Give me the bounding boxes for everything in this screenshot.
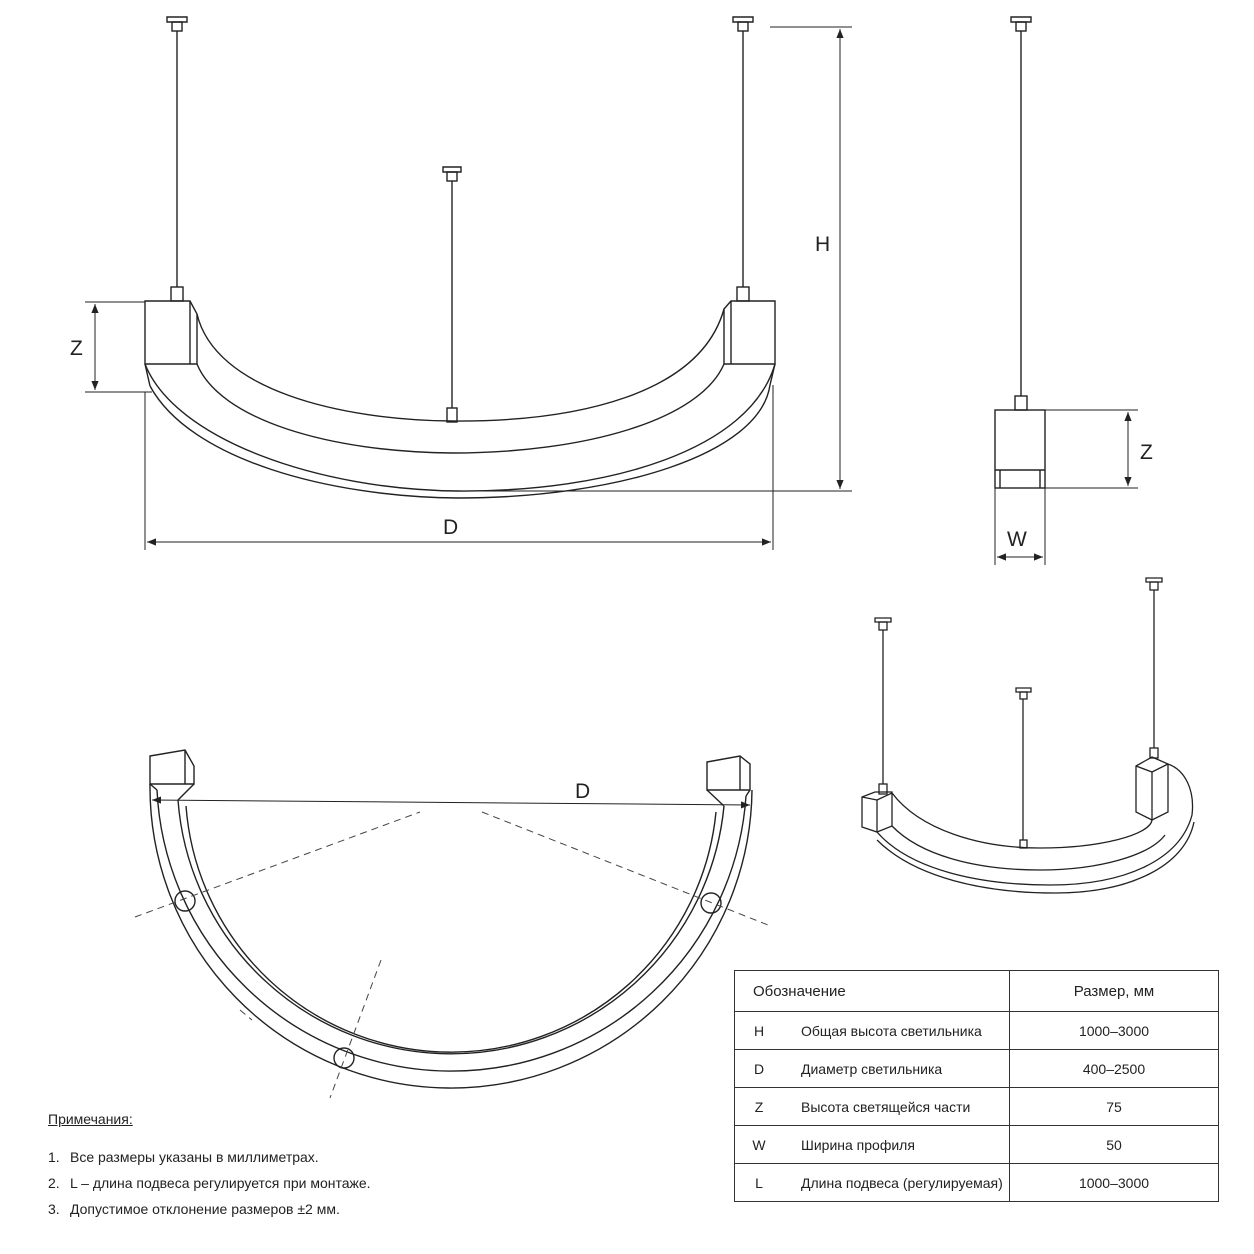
row-code: L (734, 1163, 783, 1202)
mount-point-left (174, 890, 196, 912)
notes-title: Примечания: (48, 1111, 133, 1127)
note-text: Допустимое отклонение размеров ±2 мм. (70, 1201, 340, 1217)
table-row: Z Высота светящейся части 75 (734, 1087, 1219, 1126)
note-number: 3. (48, 1201, 60, 1217)
note-text: Все размеры указаны в миллиметрах. (70, 1149, 319, 1165)
row-description: Общая высота светильника (783, 1011, 1010, 1050)
dimension-d-plan (151, 796, 751, 809)
dimension-h (470, 26, 852, 492)
note-number: 2. (48, 1175, 60, 1191)
table-row: W Ширина профиля 50 (734, 1125, 1219, 1164)
row-code: H (734, 1011, 783, 1050)
plan-end-cap-right (706, 755, 751, 791)
note-text: L – длина подвеса регулируется при монта… (70, 1175, 371, 1191)
label-h: H (815, 233, 830, 256)
row-code: Z (734, 1087, 783, 1126)
label-z-side: Z (1140, 441, 1153, 464)
note-item: 1. Все размеры указаны в миллиметрах. (48, 1144, 371, 1170)
isometric-view (861, 577, 1195, 894)
spec-table: Обозначение Размер, мм H Общая высота св… (734, 970, 1219, 1202)
row-value: 1000–3000 (1009, 1011, 1219, 1050)
arc-inner-face (196, 363, 725, 454)
dimension-z-left (85, 301, 152, 393)
mount-point-right (700, 892, 722, 914)
side-view (994, 16, 1046, 489)
row-value: 75 (1009, 1087, 1219, 1126)
row-code: W (734, 1125, 783, 1164)
label-d-top: D (443, 516, 458, 539)
notes-section: Примечания: 1. Все размеры указаны в мил… (48, 1106, 371, 1222)
arc-outer-bottom (149, 384, 771, 499)
table-row: L Длина подвеса (регулируемая) 1000–3000 (734, 1163, 1219, 1202)
row-description: Диаметр светильника (783, 1049, 1010, 1088)
note-item: 2. L – длина подвеса регулируется при мо… (48, 1170, 371, 1196)
row-value: 400–2500 (1009, 1049, 1219, 1088)
label-d-plan: D (575, 780, 590, 803)
profile-section (994, 409, 1046, 489)
note-number: 1. (48, 1149, 60, 1165)
mount-point-bottom (333, 1047, 355, 1069)
note-item: 3. Допустимое отклонение размеров ±2 мм. (48, 1196, 371, 1222)
row-value: 1000–3000 (1009, 1163, 1219, 1202)
ceiling-mount-center (442, 166, 462, 423)
dimension-z-side (1045, 409, 1138, 489)
header-designation: Обозначение (734, 970, 1010, 1012)
end-cap-left (144, 300, 198, 365)
arc-outer-top (144, 363, 776, 492)
ceiling-mount-left (166, 16, 188, 302)
header-size: Размер, мм (1009, 970, 1219, 1012)
row-code: D (734, 1049, 783, 1088)
label-w-side: W (1007, 528, 1027, 551)
row-description: Длина подвеса (регулируемая) (783, 1163, 1010, 1202)
row-value: 50 (1009, 1125, 1219, 1164)
end-cap-right (723, 300, 776, 365)
spec-table-header: Обозначение Размер, мм (734, 970, 1219, 1012)
plan-end-cap-left (149, 749, 195, 785)
dimension-d-top (144, 385, 774, 550)
label-z-left: Z (70, 337, 83, 360)
table-row: D Диаметр светильника 400–2500 (734, 1049, 1219, 1088)
front-view (144, 16, 776, 499)
row-description: Ширина профиля (783, 1125, 1010, 1164)
row-description: Высота светящейся части (783, 1087, 1010, 1126)
plan-center-lines (134, 811, 769, 1099)
table-row: H Общая высота светильника 1000–3000 (734, 1011, 1219, 1050)
arc-inner-top (196, 308, 725, 422)
dimension-w-side (994, 488, 1046, 565)
ceiling-mount-right (732, 16, 754, 302)
plan-view (149, 749, 753, 1089)
